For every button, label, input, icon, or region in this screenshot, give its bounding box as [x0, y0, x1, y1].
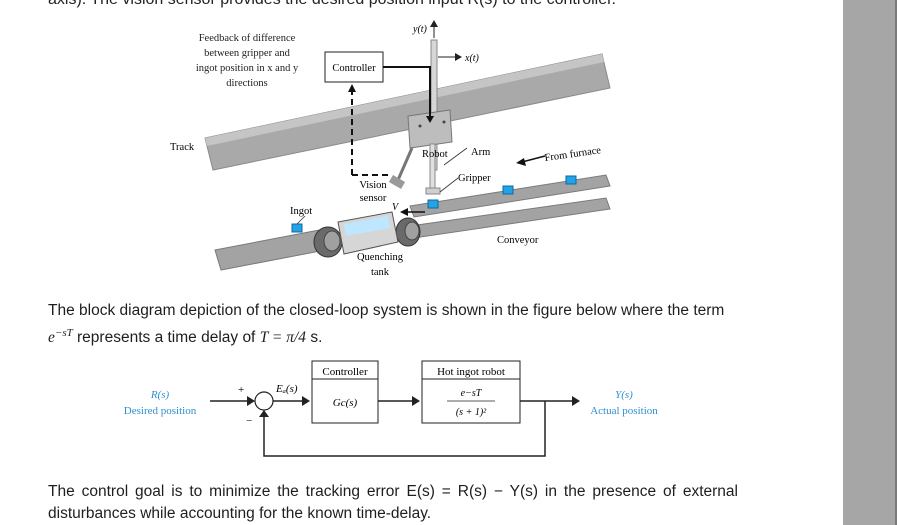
- exp-superscript: −sT: [54, 327, 73, 339]
- arm-label: Arm: [471, 147, 490, 158]
- right-conveyor-back: [409, 174, 611, 218]
- vision-sensor: [388, 175, 406, 189]
- window-edge: [895, 0, 897, 525]
- quenching-tank-label-1: Quenching: [357, 252, 404, 263]
- quenching-tank-water: [344, 216, 390, 236]
- xt-label: x(t): [464, 53, 480, 64]
- feedback-arrowhead: [348, 84, 356, 92]
- feedback-path: [263, 401, 546, 457]
- actual-position-label: Actual position: [590, 405, 658, 417]
- feedback-note-line-4: directions: [226, 78, 267, 89]
- conveyor-label: Conveyor: [497, 235, 539, 246]
- controller-to-robot-line: [383, 66, 431, 120]
- controller-to-robot-arrowhead: [426, 116, 434, 123]
- ingot-conveyor-2: [565, 175, 577, 185]
- gripper-base: [425, 187, 441, 195]
- from-furnace-arrow: [521, 155, 546, 163]
- controller-block: [311, 360, 379, 424]
- ea-s-label: Eₐ(s): [275, 383, 298, 395]
- robot-block: [421, 360, 521, 424]
- robot-block-title: Hot ingot robot: [437, 366, 505, 378]
- ingot-left: [291, 223, 303, 233]
- time-delay-value: T = π/4: [259, 329, 307, 347]
- feedback-note-line-1: Feedback of difference: [199, 33, 296, 44]
- robot-body: [407, 109, 453, 149]
- controller-box: [324, 51, 384, 83]
- vision-sensor-label-1: Vision: [359, 180, 387, 191]
- y-axis-arrowhead: [430, 20, 438, 27]
- track-top-face: [205, 54, 604, 146]
- controller-label: Controller: [332, 63, 376, 74]
- minus-sign: −: [246, 415, 252, 427]
- cut-off-text-line: axis). The vision sensor provides the de…: [48, 0, 616, 9]
- transfer-numerator: e−sT: [461, 388, 483, 399]
- para1-text-b: represents a time delay of: [72, 329, 260, 347]
- y-s-label: Y(s): [615, 389, 633, 401]
- feedback-note-line-3: ingot position in x and y: [196, 63, 299, 74]
- summing-junction: [254, 391, 274, 411]
- quenching-tank-label-2: tank: [371, 267, 390, 278]
- gc-s-label: Gc(s): [333, 397, 358, 409]
- transfer-denominator: (s + 1)²: [456, 407, 487, 418]
- ingot-label: Ingot: [290, 206, 312, 217]
- paragraph-control-goal: The control goal is to minimize the trac…: [48, 483, 738, 522]
- track-label: Track: [170, 142, 195, 153]
- para1-text-a: The block diagram depiction of the close…: [48, 302, 725, 319]
- feedback-note-line-2: between gripper and: [204, 48, 290, 59]
- vision-sensor-label-2: sensor: [360, 193, 387, 204]
- para1-text-c: s.: [306, 329, 323, 347]
- desired-position-label: Desired position: [124, 405, 197, 417]
- yt-label: y(t): [412, 24, 428, 35]
- r-s-label: R(s): [150, 389, 170, 401]
- ingot-conveyor-1: [502, 185, 514, 195]
- x-axis-arrowhead: [455, 53, 462, 61]
- ingot-gripped: [427, 199, 439, 209]
- v-label: V: [392, 202, 400, 213]
- exp-base: e: [48, 329, 55, 347]
- document-page: axis). The vision sensor provides the de…: [48, 0, 788, 522]
- vertical-scrollbar-track[interactable]: [843, 0, 897, 525]
- gripper-label: Gripper: [458, 173, 491, 184]
- plus-sign: +: [238, 384, 244, 396]
- block-diagram: R(s) Desired position + − Eₐ(s) Controll…: [124, 360, 658, 457]
- robot-label: Robot: [422, 149, 448, 160]
- robot-system-figure: y(t) x(t) Feedback of difference between…: [170, 20, 611, 278]
- vision-sensor-arm: [396, 147, 414, 181]
- paragraph-block-diagram-intro: The block diagram depiction of the close…: [48, 300, 788, 349]
- controller-block-title: Controller: [322, 366, 368, 378]
- from-furnace-label: From furnace: [544, 145, 602, 164]
